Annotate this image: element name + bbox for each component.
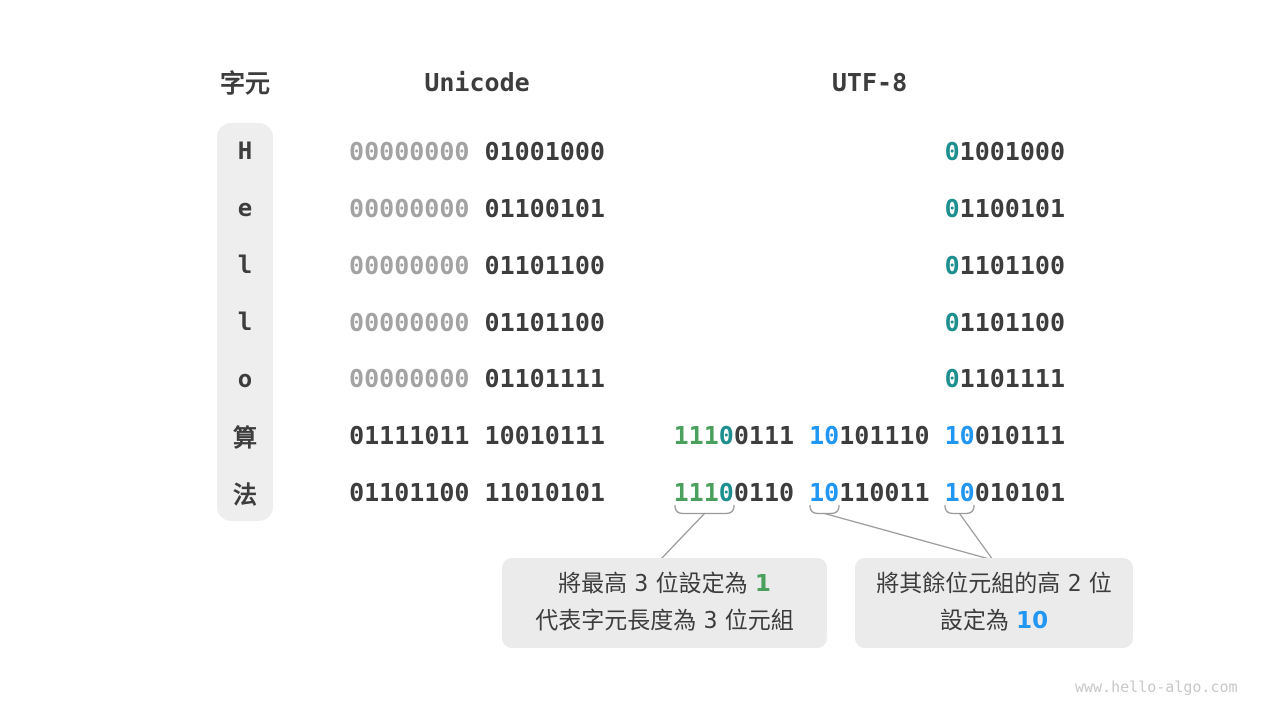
bit-segment: 1101111 xyxy=(959,364,1065,394)
bit-segment: 10 xyxy=(1016,608,1049,634)
bit-segment: 10 xyxy=(809,421,840,451)
bit-segment: 110011 xyxy=(839,478,945,508)
bit-segment: 位設定為 xyxy=(648,571,755,597)
bit-segment: 1001000 xyxy=(959,137,1065,166)
char-cell: 算 xyxy=(233,424,257,453)
unicode-value: 00000000 01001000 xyxy=(340,123,614,180)
bit-segment: 01100101 xyxy=(484,193,605,223)
watermark: www.hello-algo.com xyxy=(1075,678,1238,696)
bit-segment: 010111 xyxy=(974,421,1065,451)
bit-segment: 位元組 xyxy=(717,608,794,634)
callout-line: 設定為 10 xyxy=(940,603,1048,640)
bit-segment: 2 xyxy=(1067,571,1082,597)
bit-segment: 0 xyxy=(944,250,960,280)
unicode-value: 01111011 10010111 xyxy=(340,407,614,464)
bit-segment: 0 xyxy=(718,478,734,508)
unicode-value: 00000000 01101100 xyxy=(340,294,614,351)
bit-segment: 0110 xyxy=(733,478,810,508)
bit-segment: 00000000 xyxy=(349,250,485,280)
bit-segment: 0111 xyxy=(733,421,810,451)
bit-segment: 00000000 xyxy=(349,364,485,394)
char-cell: o xyxy=(237,364,253,393)
bit-segment: 01111011 10010111 xyxy=(349,421,605,451)
char-cell: l xyxy=(237,251,253,280)
bit-segment: 01101100 xyxy=(484,307,605,337)
callout-continuation-bits: 將其餘位元組的高 2 位設定為 10 xyxy=(855,558,1133,648)
char-cell: H xyxy=(237,137,253,166)
bit-segment: 0 xyxy=(718,421,734,451)
bit-segment: 代表字元長度為 xyxy=(535,608,704,634)
bit-segment: 將最高 xyxy=(558,571,635,597)
unicode-value: 00000000 01101111 xyxy=(340,350,614,407)
bit-segment: 00000000 xyxy=(349,193,485,223)
bit-segment: 01001000 xyxy=(484,137,605,166)
header-unicode-label: Unicode xyxy=(424,67,530,97)
header-utf8-label: UTF-8 xyxy=(831,67,908,97)
bit-segment: 1101100 xyxy=(959,307,1065,337)
bit-segment: 01101100 11010101 xyxy=(349,478,605,508)
bit-segment: 3 xyxy=(703,608,718,634)
bit-segment: 10 xyxy=(944,478,975,508)
bit-segment: 111 xyxy=(673,478,719,508)
unicode-value: 00000000 01101100 xyxy=(340,237,614,294)
bit-segment: 0 xyxy=(944,364,960,394)
header-char-label: 字元 xyxy=(219,69,270,98)
bit-segment: 0 xyxy=(944,307,960,337)
callout-line: 將其餘位元組的高 2 位 xyxy=(876,566,1111,603)
bit-segment: 01101100 xyxy=(484,250,605,280)
bit-segment: 1 xyxy=(754,571,771,597)
bit-segment: 10 xyxy=(944,421,975,451)
bit-segment: 0 xyxy=(944,137,960,166)
unicode-value: 00000000 01100101 xyxy=(340,180,614,237)
bit-segment: 將其餘位元組的高 xyxy=(876,571,1068,597)
bit-segment: 00000000 xyxy=(349,137,485,166)
char-cell: e xyxy=(237,194,253,223)
bit-segment: 101110 xyxy=(839,421,945,451)
bit-segment: 10 xyxy=(809,478,840,508)
bit-segment: 1100101 xyxy=(959,193,1065,223)
callout-line: 代表字元長度為 3 位元組 xyxy=(535,603,793,640)
bit-segment: 3 xyxy=(634,571,649,597)
bit-segment: 設定為 xyxy=(939,608,1017,634)
bit-segment: 0 xyxy=(944,193,960,223)
bit-segment: 111 xyxy=(673,421,719,451)
bit-segment: 010101 xyxy=(974,478,1065,508)
bit-segment: 01101111 xyxy=(484,364,605,394)
callout-line: 將最高 3 位設定為 1 xyxy=(558,566,771,603)
char-cell: l xyxy=(237,308,253,336)
char-cell: 法 xyxy=(233,481,257,510)
unicode-value: 01101100 11010101 xyxy=(340,464,614,521)
bit-segment: 1101100 xyxy=(959,250,1065,280)
bit-segment: 00000000 xyxy=(349,307,485,337)
bit-segment: 位 xyxy=(1081,571,1112,597)
